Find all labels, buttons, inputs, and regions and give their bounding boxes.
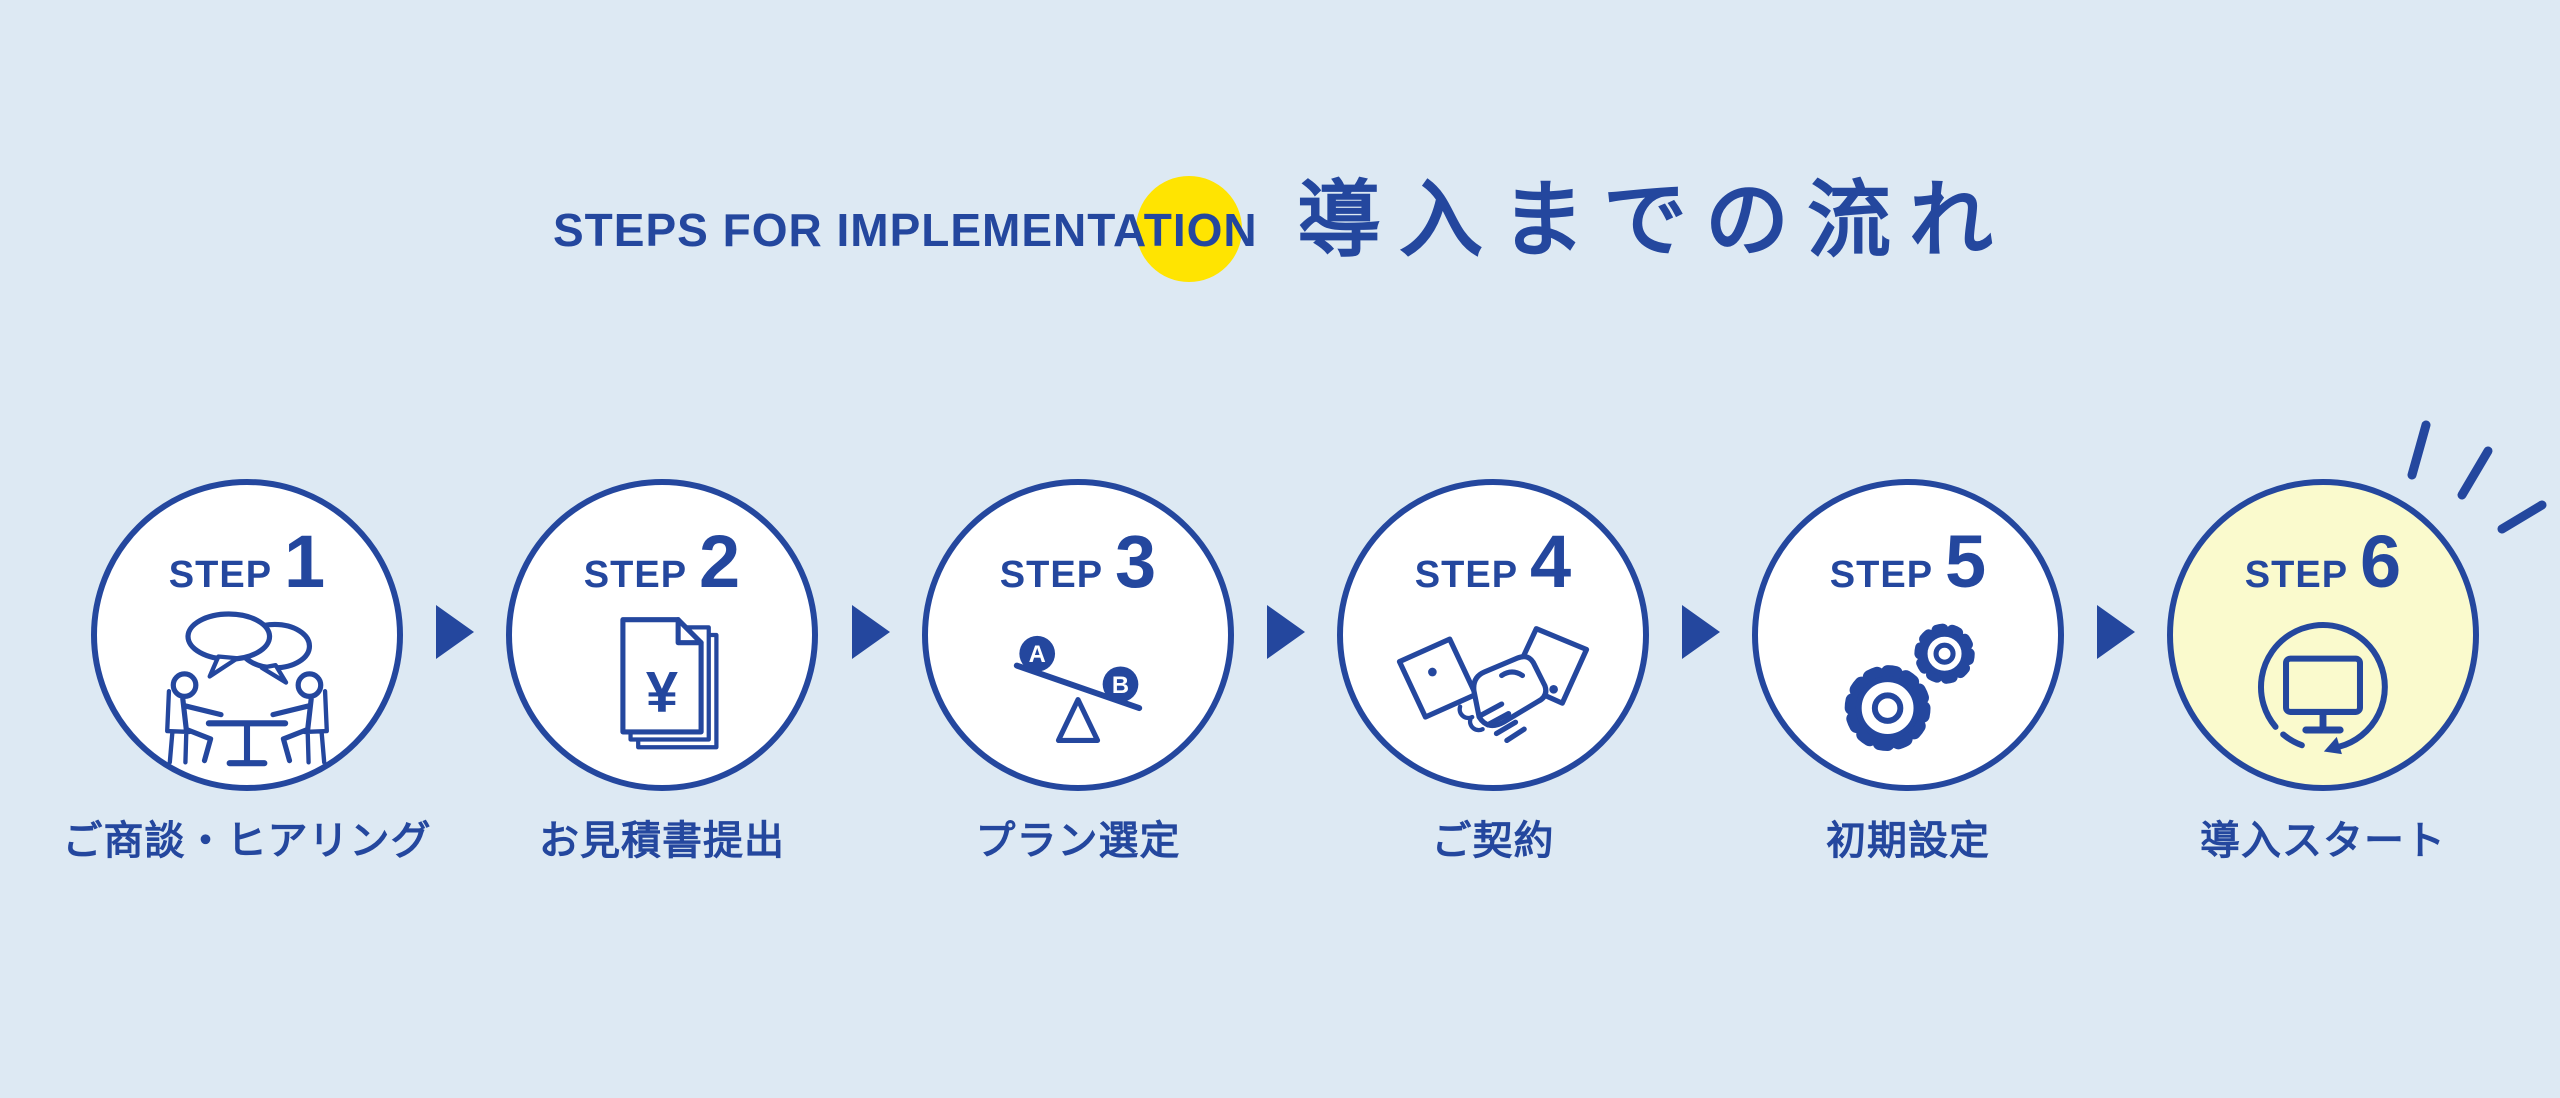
step-1-heading: STEP 1 bbox=[169, 525, 325, 599]
step-word: STEP bbox=[168, 554, 273, 596]
step-4: STEP 4 ご契約 bbox=[1283, 479, 1703, 861]
step-3-heading: STEP 3 bbox=[1000, 525, 1156, 599]
title-accent-circle bbox=[1136, 176, 1242, 282]
step-3-circle: STEP 3 A B bbox=[922, 479, 1234, 791]
step-1: STEP 1 ご商談・ヒアリング bbox=[37, 479, 457, 861]
step-6: STEP 6 導入スタート bbox=[2113, 479, 2533, 861]
option-a-badge: A bbox=[1029, 641, 1046, 668]
step-label: プラン選定 bbox=[975, 819, 1181, 863]
arrow-right-icon bbox=[852, 605, 890, 659]
step-2-heading: STEP 2 bbox=[584, 525, 740, 599]
step-label: ご商談・ヒアリング bbox=[62, 819, 432, 863]
step-1-circle: STEP 1 bbox=[91, 479, 403, 791]
step-word: STEP bbox=[1414, 554, 1519, 596]
step-number: 3 bbox=[1115, 520, 1157, 603]
step-word: STEP bbox=[2244, 554, 2349, 596]
step-number: 1 bbox=[284, 520, 326, 603]
step-number: 5 bbox=[1945, 520, 1987, 603]
page-title: 導入までの流れ bbox=[1297, 173, 2012, 267]
step-5: STEP 5 初期設定 bbox=[1698, 479, 2118, 861]
step-6-circle: STEP 6 bbox=[2167, 479, 2479, 791]
step-label: ご契約 bbox=[1431, 819, 1555, 863]
step-label: お見積書提出 bbox=[539, 819, 785, 863]
step-3: STEP 3 A B プラン選定 bbox=[868, 479, 1288, 861]
handshake-icon bbox=[1396, 626, 1590, 744]
step-label: 初期設定 bbox=[1826, 819, 1990, 863]
emphasis-burst-icon bbox=[2407, 420, 2547, 534]
step-4-circle: STEP 4 bbox=[1337, 479, 1649, 791]
step-word: STEP bbox=[999, 554, 1104, 596]
step-5-circle: STEP 5 bbox=[1752, 479, 2064, 791]
quote-documents-icon: ¥ bbox=[620, 617, 719, 750]
step-5-heading: STEP 5 bbox=[1830, 525, 1986, 599]
meeting-icon bbox=[165, 611, 329, 767]
step-number: 6 bbox=[2360, 520, 2402, 603]
step-word: STEP bbox=[1829, 554, 1934, 596]
arrow-right-icon bbox=[1682, 605, 1720, 659]
plan-comparison-icon: A B bbox=[1013, 635, 1143, 743]
yen-symbol: ¥ bbox=[646, 661, 678, 725]
gears-icon bbox=[1844, 623, 1975, 752]
arrow-right-icon bbox=[436, 605, 474, 659]
step-2: STEP 2 ¥ お見積書提出 bbox=[452, 479, 872, 861]
step-4-heading: STEP 4 bbox=[1415, 525, 1571, 599]
step-label: 導入スタート bbox=[2200, 819, 2446, 863]
step-number: 4 bbox=[1530, 520, 1572, 603]
option-b-badge: B bbox=[1112, 672, 1129, 699]
step-6-heading: STEP 6 bbox=[2245, 525, 2401, 599]
arrow-right-icon bbox=[2097, 605, 2135, 659]
title-english: STEPS FOR IMPLEMENTATION bbox=[553, 204, 1258, 256]
launch-monitor-icon bbox=[2258, 622, 2388, 755]
step-word: STEP bbox=[583, 554, 688, 596]
step-2-circle: STEP 2 ¥ bbox=[506, 479, 818, 791]
arrow-right-icon bbox=[1267, 605, 1305, 659]
step-number: 2 bbox=[699, 520, 741, 603]
